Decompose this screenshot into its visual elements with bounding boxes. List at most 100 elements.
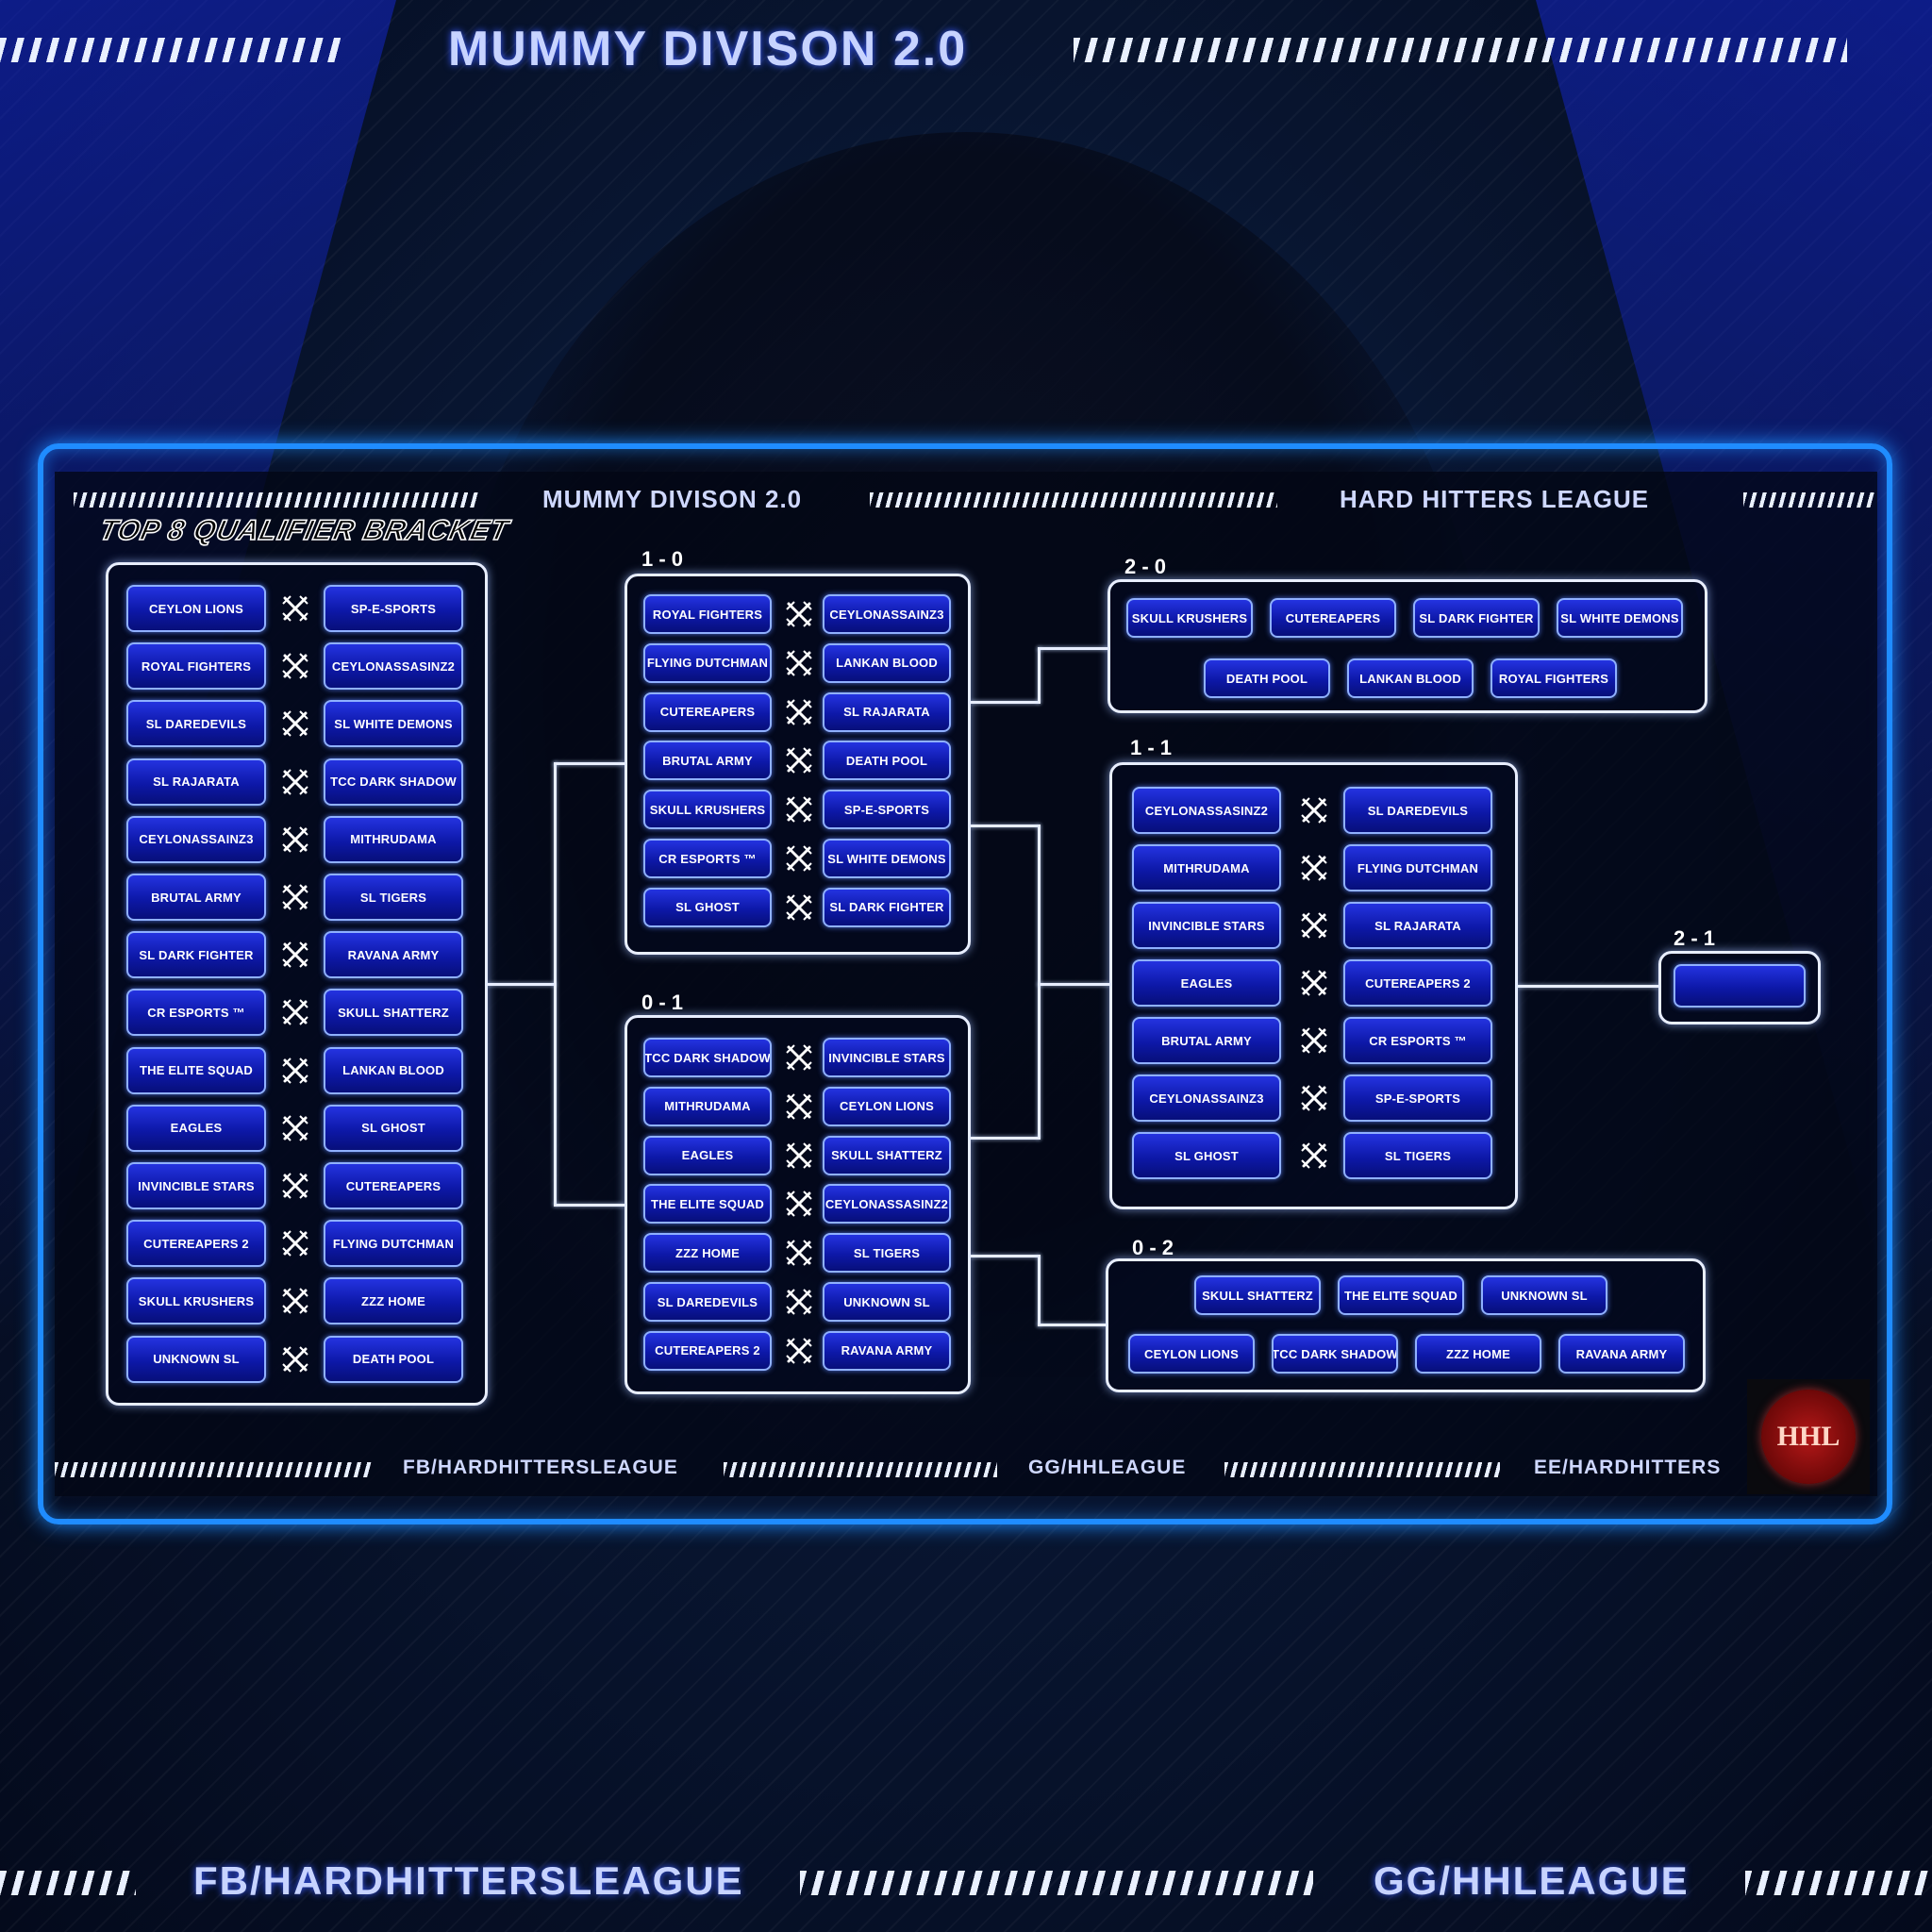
crossed-swords-icon [1300,1084,1328,1112]
bottom-link-gg[interactable]: GG/HHLEAGUE [1374,1858,1690,1903]
connector-r1-vertical [554,762,557,1206]
page-title: MUMMY DIVISON 2.0 [447,22,968,76]
connector-1-0-up-v [1038,647,1041,704]
team-slot: SL RAJARATA [126,758,266,806]
team-slot: CUTEREAPERS [643,691,772,732]
team-slot: UNKNOWN SL [1481,1275,1607,1315]
team-slot: CR ESPORTS ™ [643,839,772,878]
team-slot: UNKNOWN SL [126,1335,266,1383]
crossed-swords-icon [785,1288,813,1316]
team-slot: SL DAREDEVILS [1343,787,1492,834]
team-slot: MITHRUDAMA [324,815,463,863]
team-slot: SL DAREDEVILS [126,700,266,748]
team-slot: SKULL KRUSHERS [643,790,772,830]
top-stripe-left [0,38,343,62]
team-slot: THE ELITE SQUAD [126,1046,266,1094]
connector-0-1-up [971,1137,1040,1140]
team-slot: CEYLONASSAINZ3 [823,594,951,634]
team-slot: BRUTAL ARMY [643,741,772,781]
team-slot: LANKAN BLOOD [324,1046,463,1094]
team-slot: DEATH POOL [324,1335,463,1383]
crossed-swords-icon [281,1229,309,1257]
team-slot: INVINCIBLE STARS [1132,902,1281,949]
round-label-2-1: 2 - 1 [1674,926,1716,950]
team-slot: CEYLONASSASINZ2 [324,642,463,691]
crossed-swords-icon [281,1345,309,1374]
team-slot: CEYLONASSAINZ3 [1132,1074,1281,1122]
team-slot: INVINCIBLE STARS [823,1038,951,1077]
team-slot: DEATH POOL [823,741,951,781]
team-slot: RAVANA ARMY [324,931,463,979]
bottom-stripe-3 [1745,1871,1932,1895]
team-slot: ZZZ HOME [1415,1334,1541,1374]
team-slot: CUTEREAPERS 2 [126,1220,266,1268]
team-slot: EAGLES [126,1104,266,1152]
crossed-swords-icon [785,1092,813,1121]
crossed-swords-icon [785,893,813,922]
connector-0-1-down [971,1255,1040,1257]
bottom-stripe-1 [0,1871,136,1895]
connector-to-0-1 [554,1204,625,1207]
team-slot: RAVANA ARMY [823,1330,951,1371]
crossed-swords-icon [1300,854,1328,882]
crossed-swords-icon [785,746,813,774]
crossed-swords-icon [785,600,813,628]
round-label-0-1: 0 - 1 [641,991,684,1014]
crossed-swords-icon [281,825,309,854]
bottom-stripe-2 [800,1871,1313,1895]
connector-0-1-down-v [1038,1255,1041,1326]
footer-link-facebook[interactable]: FB/HARDHITTERSLEAGUE [403,1457,678,1478]
team-slot: SP-E-SPORTS [1343,1074,1492,1122]
team-slot: MITHRUDAMA [643,1086,772,1126]
team-slot: BRUTAL ARMY [126,874,266,921]
team-slot: SKULL SHATTERZ [324,989,463,1037]
logo-text: HHL [1776,1421,1840,1452]
team-slot: SL RAJARATA [1343,902,1492,949]
crossed-swords-icon [785,698,813,726]
team-slot: CUTEREAPERS [324,1162,463,1209]
panel-stripe-1 [74,492,479,508]
team-slot: SL GHOST [643,887,772,927]
footer-link-ee[interactable]: EE/HARDHITTERS [1534,1457,1722,1478]
team-slot: SL DARK FIGHTER [823,887,951,927]
team-slot: RAVANA ARMY [1558,1334,1685,1374]
team-slot: FLYING DUTCHMAN [324,1220,463,1268]
crossed-swords-icon [785,795,813,824]
hhl-logo: HHL [1747,1379,1870,1494]
team-slot: UNKNOWN SL [823,1282,951,1322]
connector-to-1-0 [554,762,625,765]
footer-stripe-2 [724,1462,997,1477]
round-label-1-1: 1 - 1 [1130,736,1173,759]
crossed-swords-icon [281,998,309,1026]
team-slot: CUTEREAPERS 2 [643,1330,772,1371]
team-slot: CEYLON LIONS [126,585,266,632]
crossed-swords-icon [281,1114,309,1142]
footer-stripe-3 [1224,1462,1500,1477]
crossed-swords-icon [785,844,813,873]
team-slot: MITHRUDAMA [1132,844,1281,891]
team-slot: CEYLONASSASINZ2 [823,1184,951,1224]
panel-stripe-3 [1743,492,1875,508]
panel-title-right: HARD HITTERS LEAGUE [1340,485,1650,513]
crossed-swords-icon [785,649,813,677]
crossed-swords-icon [785,1141,813,1170]
round-label-1-0: 1 - 0 [641,547,684,571]
team-slot: BRUTAL ARMY [1132,1017,1281,1064]
footer-link-gg[interactable]: GG/HHLEAGUE [1028,1457,1187,1478]
qualifier-slot [1674,964,1806,1008]
team-slot: SP-E-SPORTS [324,585,463,632]
connector-to-0-2 [1038,1324,1106,1326]
bottom-link-facebook[interactable]: FB/HARDHITTERSLEAGUE [193,1858,744,1903]
team-slot: TCC DARK SHADOW [324,758,463,806]
connector-to-2-1 [1518,985,1658,988]
team-slot: EAGLES [1132,959,1281,1007]
team-slot: LANKAN BLOOD [823,642,951,683]
crossed-swords-icon [281,594,309,623]
team-slot: CEYLONASSAINZ3 [126,815,266,863]
team-slot: SL WHITE DEMONS [324,700,463,748]
team-slot: THE ELITE SQUAD [643,1184,772,1224]
panel-stripe-2 [870,492,1277,508]
team-slot: SL GHOST [324,1104,463,1152]
crossed-swords-icon [281,941,309,969]
team-slot: TCC DARK SHADOW [1272,1334,1398,1374]
